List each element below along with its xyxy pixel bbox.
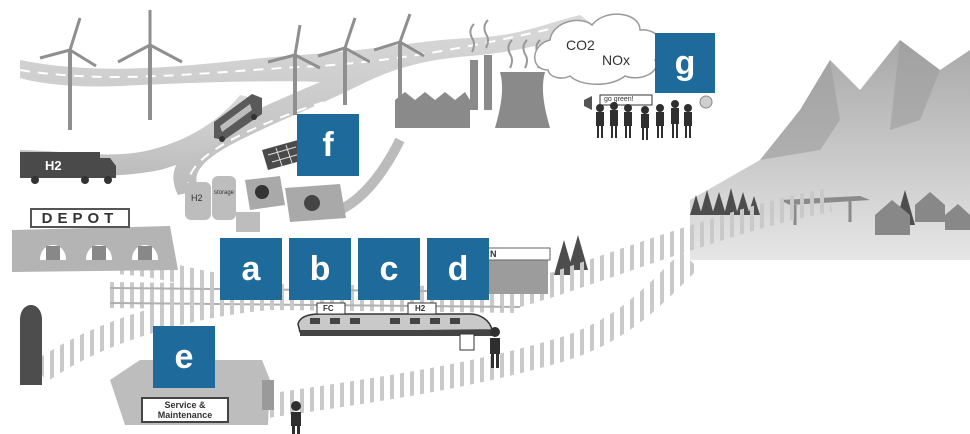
bridge-and-houses xyxy=(780,192,970,235)
badge-b: b xyxy=(289,238,351,300)
fc-sign-label: FC xyxy=(323,304,334,313)
co2-label: CO2 xyxy=(566,37,595,53)
h2-sign-label: H2 xyxy=(415,304,426,313)
power-plant xyxy=(395,19,550,128)
solar-panels-icon xyxy=(262,140,304,170)
hydrogen-storage xyxy=(185,176,346,232)
badge-e: e xyxy=(153,326,215,388)
storage-label: storage xyxy=(214,190,235,196)
protest-banner: go green! xyxy=(604,96,634,103)
badge-f: f xyxy=(297,114,359,176)
truck-h2-label: H2 xyxy=(45,158,62,173)
badge-d: d xyxy=(427,238,489,300)
station-sign-letter: N xyxy=(490,249,497,259)
bus-icon xyxy=(214,94,262,142)
badge-g: g xyxy=(655,33,715,93)
inspector-figure xyxy=(459,327,500,368)
tunnel xyxy=(20,305,42,385)
wind-turbines xyxy=(39,10,425,130)
tank-h2-label: H2 xyxy=(191,193,203,203)
protest-group xyxy=(584,94,713,140)
service-label-line2: Maintenance xyxy=(157,410,213,420)
badge-c: c xyxy=(358,238,420,300)
service-label-line1: Service & xyxy=(164,400,206,410)
train-icon xyxy=(297,302,493,336)
nox-label: NOx xyxy=(602,52,630,68)
depot-building xyxy=(12,226,178,272)
depot-label: DEPOT xyxy=(30,208,130,228)
badge-a: a xyxy=(220,238,282,300)
h2-truck-icon xyxy=(20,152,116,184)
service-maintenance-label: Service & Maintenance xyxy=(141,397,229,423)
station-building xyxy=(487,247,551,294)
